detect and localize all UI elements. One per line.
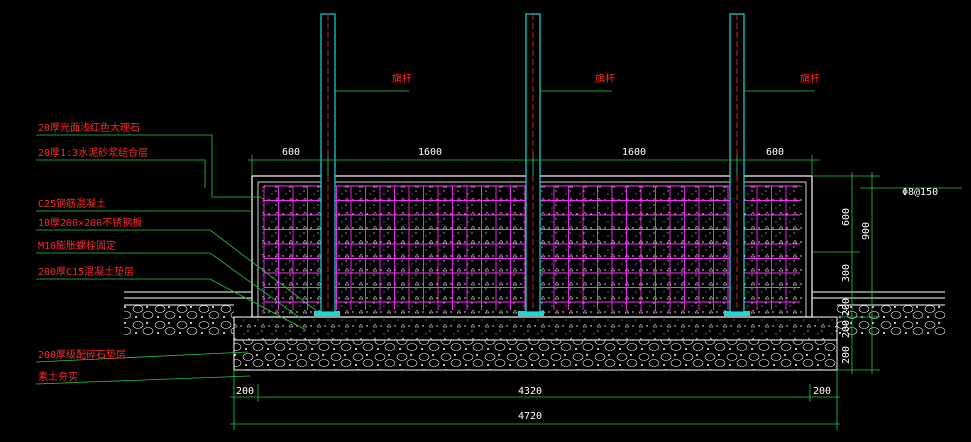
callout-c15: 200厚C15混凝土垫层: [38, 265, 134, 278]
right-dim-lower: 300: [841, 264, 852, 282]
gravel-layer-left: [124, 304, 234, 335]
concrete-base: [233, 316, 838, 341]
right-dim-total: 900: [861, 222, 872, 240]
callout-soil: 素土夯实: [38, 370, 78, 383]
bottom-dim-left: 200: [236, 386, 254, 397]
top-dim-2: 1600: [418, 147, 442, 158]
top-dim-1: 600: [282, 147, 300, 158]
gravel-base: [233, 339, 838, 371]
pole-label-1: 旗杆: [392, 72, 412, 85]
right-dim-base-b: 200: [841, 320, 852, 338]
callout-concrete: C25钢筋混凝土: [38, 197, 106, 210]
callout-steel-plate: 10厚200×200不锈钢板: [38, 216, 142, 229]
callout-gravel: 200厚级配碎石垫层: [38, 348, 126, 361]
bottom-dim-right: 200: [813, 386, 831, 397]
anchor-plates: [314, 311, 750, 316]
pole-label-3: 旗杆: [800, 72, 820, 85]
gravel-layer-right: [837, 304, 945, 335]
right-dim-base-a: 200: [841, 298, 852, 316]
callout-bolt: M10膨胀螺栓固定: [38, 239, 116, 252]
callout-mortar: 20厚1:3水泥砂浆结合层: [38, 146, 148, 159]
bottom-dim-total: 4720: [518, 411, 542, 422]
top-dim-3: 1600: [622, 147, 646, 158]
bottom-dimension-lines: [230, 370, 840, 430]
pole-label-2: 旗杆: [595, 72, 615, 85]
top-dim-4: 600: [766, 147, 784, 158]
right-dimension-lines: [812, 172, 962, 374]
callout-leaders: [35, 134, 319, 385]
paving-left: [124, 291, 252, 299]
bottom-dim-middle: 4320: [518, 386, 542, 397]
callout-marble: 20厚光面浅红色大理石: [38, 121, 140, 134]
rebar-note: Φ8@150: [902, 187, 938, 198]
right-dim-base-c: 200: [841, 346, 852, 364]
right-dim-upper: 600: [841, 208, 852, 226]
top-dimension-line: [248, 155, 820, 176]
paving-right: [812, 291, 945, 299]
